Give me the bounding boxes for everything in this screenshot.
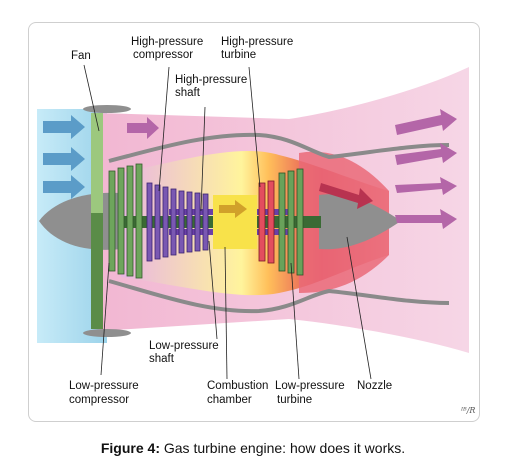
label-fan: Fan: [71, 50, 91, 62]
label-lp-compressor: Low-pressure compressor: [69, 380, 142, 406]
intake-arrows: [43, 115, 85, 199]
label-hp-turbine: High-pressure turbine: [221, 36, 296, 61]
low-pressure-compressor-blades: [108, 163, 143, 279]
label-combustion-chamber: Combustion chamber: [207, 380, 272, 406]
combustion-flow-arrow: [219, 200, 247, 218]
exhaust-arrows: [395, 109, 457, 229]
label-lp-turbine: Low-pressure turbine: [275, 380, 348, 406]
caption-figure-number: Figure 4:: [100, 440, 160, 456]
high-pressure-turbine-blades: [258, 180, 275, 264]
fan-blades: [91, 113, 103, 329]
fan-cowl-top: [83, 105, 131, 113]
fan-cowl-bottom: [83, 329, 131, 337]
label-hp-compressor: High-pressure compressor: [131, 36, 206, 61]
caption-text: Gas turbine engine: how does it works.: [159, 440, 406, 456]
artist-signature: ᴵᴮ/R: [460, 406, 475, 415]
callout-lines: [83, 64, 372, 380]
engine-diagram-frame: Fan High-pressure compressor High-pressu…: [28, 22, 480, 422]
tail-cone: [319, 194, 401, 250]
high-pressure-compressor-blades: [146, 182, 209, 262]
core-exhaust-arrow: [319, 183, 373, 209]
outer-casing-bottom: [108, 279, 450, 314]
outer-casing-top: [108, 132, 450, 163]
low-pressure-turbine-blades: [278, 168, 304, 276]
label-nozzle: Nozzle: [357, 380, 392, 392]
engine-diagram: Fan High-pressure compressor High-pressu…: [37, 36, 475, 415]
label-lp-shaft: Low-pressure shaft: [149, 340, 222, 365]
bypass-arrow-front: [127, 117, 159, 139]
figure-caption: Figure 4: Gas turbine engine: how does i…: [0, 440, 506, 456]
label-hp-shaft: High-pressure shaft: [175, 74, 250, 99]
